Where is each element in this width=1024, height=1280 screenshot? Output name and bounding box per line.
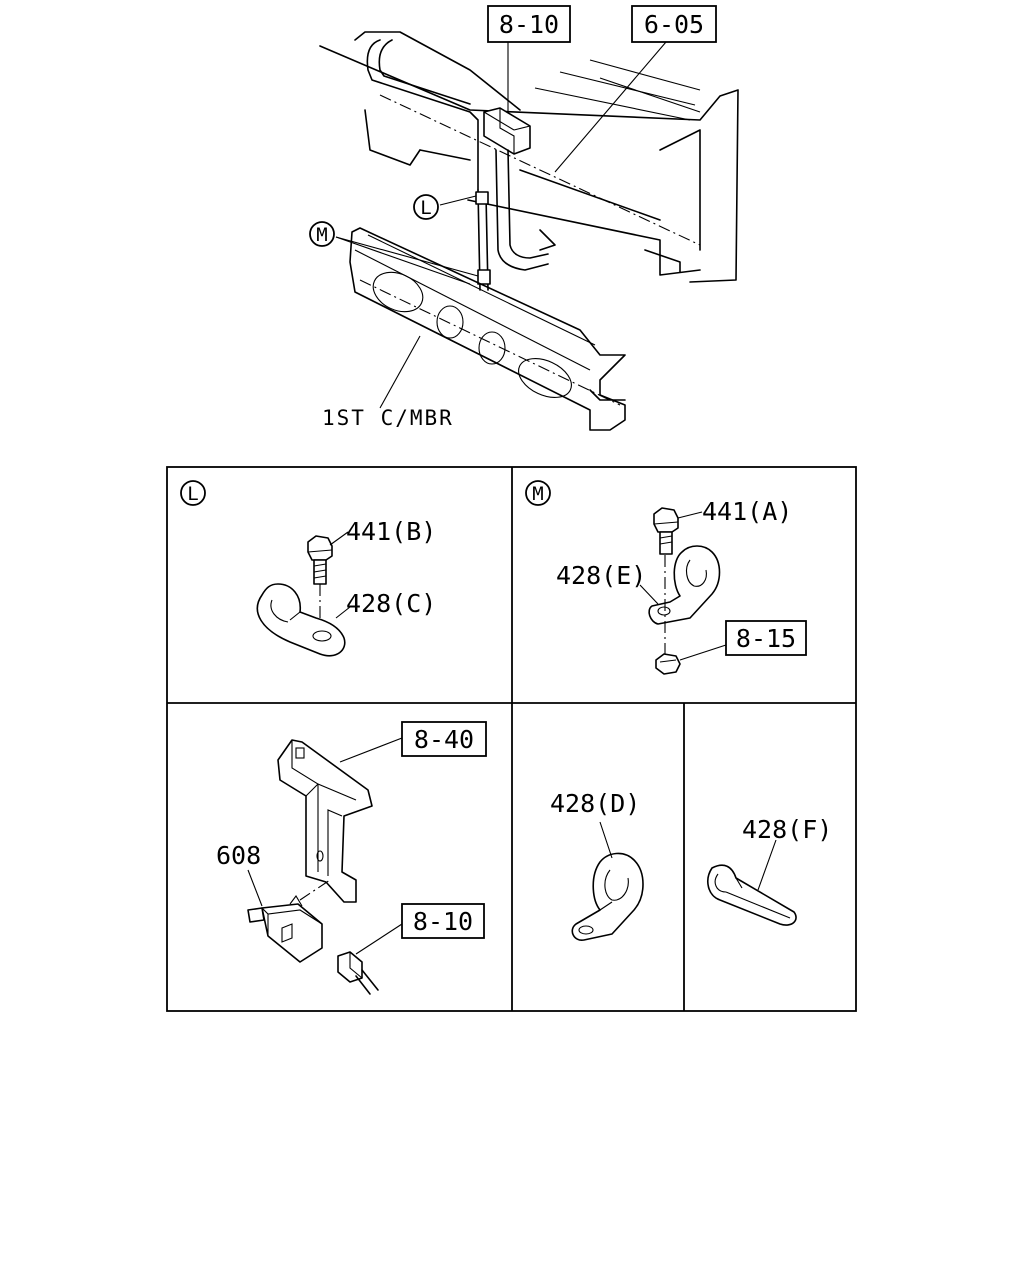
panel-bracket-switch: 8-40 608 8-10 [216, 721, 487, 995]
clip-428f [707, 864, 797, 926]
ref-box-6-05 [631, 5, 717, 43]
ref-box-8-40 [401, 721, 487, 757]
connector-block [483, 107, 531, 155]
panel-l-label: L [187, 483, 198, 505]
clip-428e [648, 545, 721, 625]
panel-m-clip-detail: M 441(A) 428(E) 8-15 [525, 480, 807, 675]
callout-l-circle [413, 194, 439, 220]
label-428d: 428(D) [550, 789, 640, 818]
label-428f: 428(F) [742, 815, 832, 844]
panel-clip-428d: 428(D) [550, 789, 644, 941]
bolt-441b [307, 535, 333, 585]
label-441a: 441(A) [702, 497, 792, 526]
ref-8-15: 8-15 [736, 624, 796, 653]
connector-8-10 [337, 951, 379, 995]
panel-clip-428f: 428(F) [707, 815, 832, 926]
clip-m-mark [477, 269, 491, 285]
label-428c: 428(C) [346, 589, 436, 618]
clip-428c [256, 583, 346, 657]
callout-m-circle [309, 221, 335, 247]
ref-8-10-top: 8-10 [499, 10, 559, 39]
clip-l-mark [475, 191, 489, 205]
ref-box-8-10-bottom [401, 903, 485, 939]
label-441b: 441(B) [346, 517, 436, 546]
detail-grid [166, 466, 857, 1012]
frame-rail [319, 31, 739, 283]
ref-8-40: 8-40 [414, 725, 474, 754]
clip-428d [571, 852, 644, 941]
crossmember-label: 1ST C/MBR [322, 406, 454, 430]
switch-608 [247, 895, 323, 963]
ref-box-8-15 [725, 620, 807, 656]
first-crossmember [349, 227, 626, 431]
nut-8-15 [655, 653, 681, 675]
label-428e: 428(E) [556, 561, 646, 590]
panel-m-label: M [532, 483, 543, 505]
ref-8-10-bottom: 8-10 [413, 907, 473, 936]
frame-assembly-view: 8-10 6-05 L M 1ST C/MBR [309, 5, 739, 431]
bolt-441a [653, 507, 679, 555]
harness-wire-upper [366, 39, 479, 191]
harness-wire-down [495, 149, 549, 271]
panel-l-clip-detail: L 441(B) 428(C) [180, 480, 436, 657]
bracket-8-40 [277, 739, 373, 903]
ref-6-05: 6-05 [644, 10, 704, 39]
ref-box-8-10-top [487, 5, 571, 43]
callout-m: M [316, 224, 327, 246]
callout-l: L [420, 197, 431, 219]
label-608: 608 [216, 841, 261, 870]
